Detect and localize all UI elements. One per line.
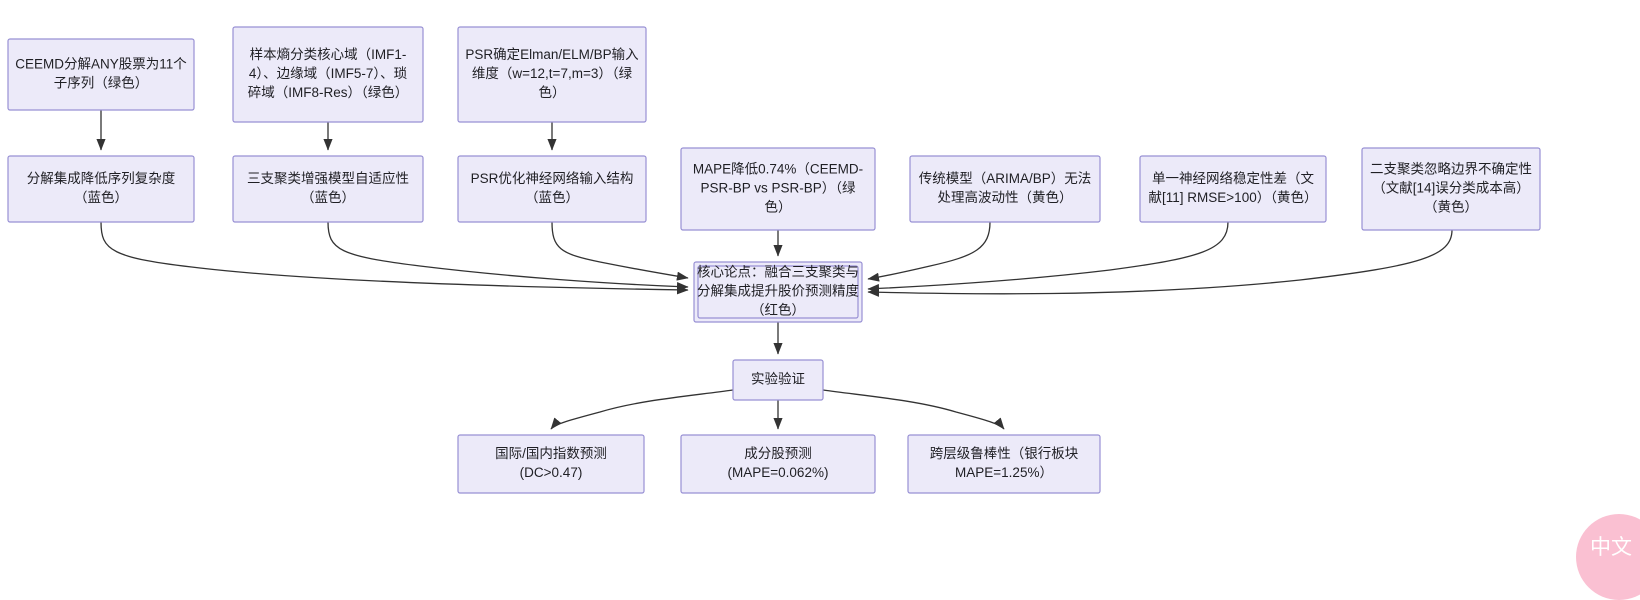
edge-n4-to-core (100, 221, 689, 295)
experiment-validation-node-box (732, 359, 824, 401)
sample-entropy-node-box (232, 26, 424, 123)
constituent-stock-result-node-label-line-2: (MAPE=0.062%) (728, 465, 829, 480)
mape-reduction-node-label-line-1: MAPE降低0.74%（CEEMD- (693, 162, 863, 177)
three-way-clustering-adaptivity-node-box (232, 155, 424, 223)
decomposition-complexity-node[interactable]: 分解集成降低序列复杂度 （蓝色） (7, 155, 195, 223)
edge-n9-to-core (867, 221, 1229, 294)
index-forecast-result-node-box (457, 434, 645, 494)
constituent-stock-result-node-label-line-1: 成分股预测 (744, 446, 812, 461)
ceemd-decompose-node-label-line-1: CEEMD分解ANY股票为11个 (15, 57, 187, 72)
cross-level-robustness-result-node[interactable]: 跨层级鲁棒性（银行板块 MAPE=1.25%） (907, 434, 1101, 494)
core-thesis-node-box (693, 261, 863, 323)
index-forecast-result-node-label-line-1: 国际/国内指数预测 (495, 446, 607, 461)
constituent-stock-result-node-box (680, 434, 876, 494)
psr-optimize-structure-node-label-line-1: PSR优化神经网络输入结构 (471, 171, 634, 186)
psr-input-dim-node-box (457, 26, 647, 123)
decomposition-complexity-node-label-line-2: （蓝色） (74, 189, 128, 205)
psr-optimize-structure-node-label-line-2: （蓝色） (525, 189, 579, 205)
decomposition-complexity-node-box (7, 155, 195, 223)
two-way-clustering-boundary-node-label-line-3: （黄色） (1424, 199, 1478, 215)
single-network-instability-node[interactable]: 单一神经网络稳定性差（文献[11] RMSE>100）（黄色） (1139, 155, 1327, 223)
experiment-validation-node[interactable]: 实验验证 (732, 359, 824, 401)
two-way-clustering-boundary-node-label-line-1: 二支聚类忽略边界不确定性 (1370, 162, 1532, 177)
mape-reduction-node[interactable]: MAPE降低0.74%（CEEMD- PSR-BP vs PSR-BP）（绿色） (680, 147, 876, 231)
traditional-model-limitation-node-label-line-1: 传统模型（ARIMA/BP）无法 (919, 171, 1092, 186)
core-thesis-node-label-line-1: 核心论点：融合三支聚类与 (697, 265, 859, 280)
two-way-clustering-boundary-node-box (1361, 147, 1541, 231)
three-way-clustering-adaptivity-node[interactable]: 三支聚类增强模型自适应性 （蓝色） (232, 155, 424, 223)
edge-exp-to-r3 (822, 389, 1005, 430)
edge-n6-to-core (551, 221, 689, 281)
ceemd-decompose-node-label-line-2: 子序列（绿色） (54, 75, 149, 91)
single-network-instability-node-label-line-1: 单一神经网络稳定性差（文 (1152, 171, 1314, 186)
psr-optimize-structure-node[interactable]: PSR优化神经网络输入结构 （蓝色） (457, 155, 647, 223)
three-way-clustering-adaptivity-node-label-line-1: 三支聚类增强模型自适应性 (247, 170, 409, 186)
three-way-clustering-adaptivity-node-label-line-2: （蓝色） (301, 189, 355, 205)
single-network-instability-node-label-line-2: 献[11] RMSE>100）（黄色） (1149, 189, 1318, 205)
decomposition-complexity-node-label-line-1: 分解集成降低序列复杂度 (27, 170, 176, 186)
core-thesis-node-inner-box (697, 265, 859, 319)
ceemd-decompose-node-box (7, 38, 195, 111)
edge-exp-to-r1 (550, 389, 734, 430)
edge-n8-to-core (867, 221, 991, 282)
index-forecast-result-node[interactable]: 国际/国内指数预测 (DC>0.47) (457, 434, 645, 494)
psr-input-dim-node-label-line-3: 色） (539, 84, 566, 100)
sample-entropy-node-label-line-1: 样本熵分类核心域（IMF1- (250, 47, 407, 62)
cross-level-robustness-result-node-label-line-2: MAPE=1.25%） (955, 465, 1053, 480)
psr-input-dim-node-label-line-1: PSR确定Elman/ELM/BP输入 (465, 47, 639, 62)
experiment-validation-node-label-line-1: 实验验证 (751, 372, 805, 387)
cross-level-robustness-result-node-label-line-1: 跨层级鲁棒性（银行板块 (930, 446, 1079, 461)
psr-optimize-structure-node-box (457, 155, 647, 223)
sample-entropy-node-label-line-2: 4）、边缘域（IMF5-7）、琐 (249, 65, 408, 81)
index-forecast-result-node-label-line-2: (DC>0.47) (520, 465, 583, 480)
edge-n5-to-core (327, 221, 689, 292)
two-way-clustering-boundary-node-label-line-2: （文献[14]误分类成本高） (1372, 180, 1530, 196)
traditional-model-limitation-node-label-line-2: 处理高波动性（黄色） (938, 189, 1073, 205)
watermark-label: 中文 (1590, 535, 1632, 559)
constituent-stock-result-node[interactable]: 成分股预测 (MAPE=0.062%) (680, 434, 876, 494)
two-way-clustering-boundary-node[interactable]: 二支聚类忽略边界不确定性 （文献[14]误分类成本高） （黄色） (1361, 147, 1541, 231)
edges-layer (96, 110, 1453, 430)
sample-entropy-node-label-line-3: 碎域（IMF8-Res）（绿色） (248, 84, 409, 100)
traditional-model-limitation-node-box (909, 155, 1101, 223)
flowchart-canvas: CEEMD分解ANY股票为11个子序列（绿色） 样本熵分类核心域（IMF1- 4）、… (7, 26, 1640, 600)
core-thesis-node-label-line-2: 分解集成提升股价预测精度 (697, 284, 859, 299)
mape-reduction-node-label-line-3: 色） (765, 199, 792, 215)
mape-reduction-node-label-line-2: PSR-BP vs PSR-BP）（绿 (700, 181, 856, 196)
core-thesis-node-label-line-3: （红色） (751, 302, 805, 318)
mape-reduction-node-box (680, 147, 876, 231)
psr-input-dim-node-label-line-2: 维度（w=12,t=7,m=3）（绿 (472, 66, 633, 81)
cross-level-robustness-result-node-box (907, 434, 1101, 494)
single-network-instability-node-box (1139, 155, 1327, 223)
edge-n10-to-core (867, 229, 1453, 297)
sample-entropy-node[interactable]: 样本熵分类核心域（IMF1- 4）、边缘域（IMF5-7）、琐碎域（IMF8-Re… (232, 26, 424, 123)
